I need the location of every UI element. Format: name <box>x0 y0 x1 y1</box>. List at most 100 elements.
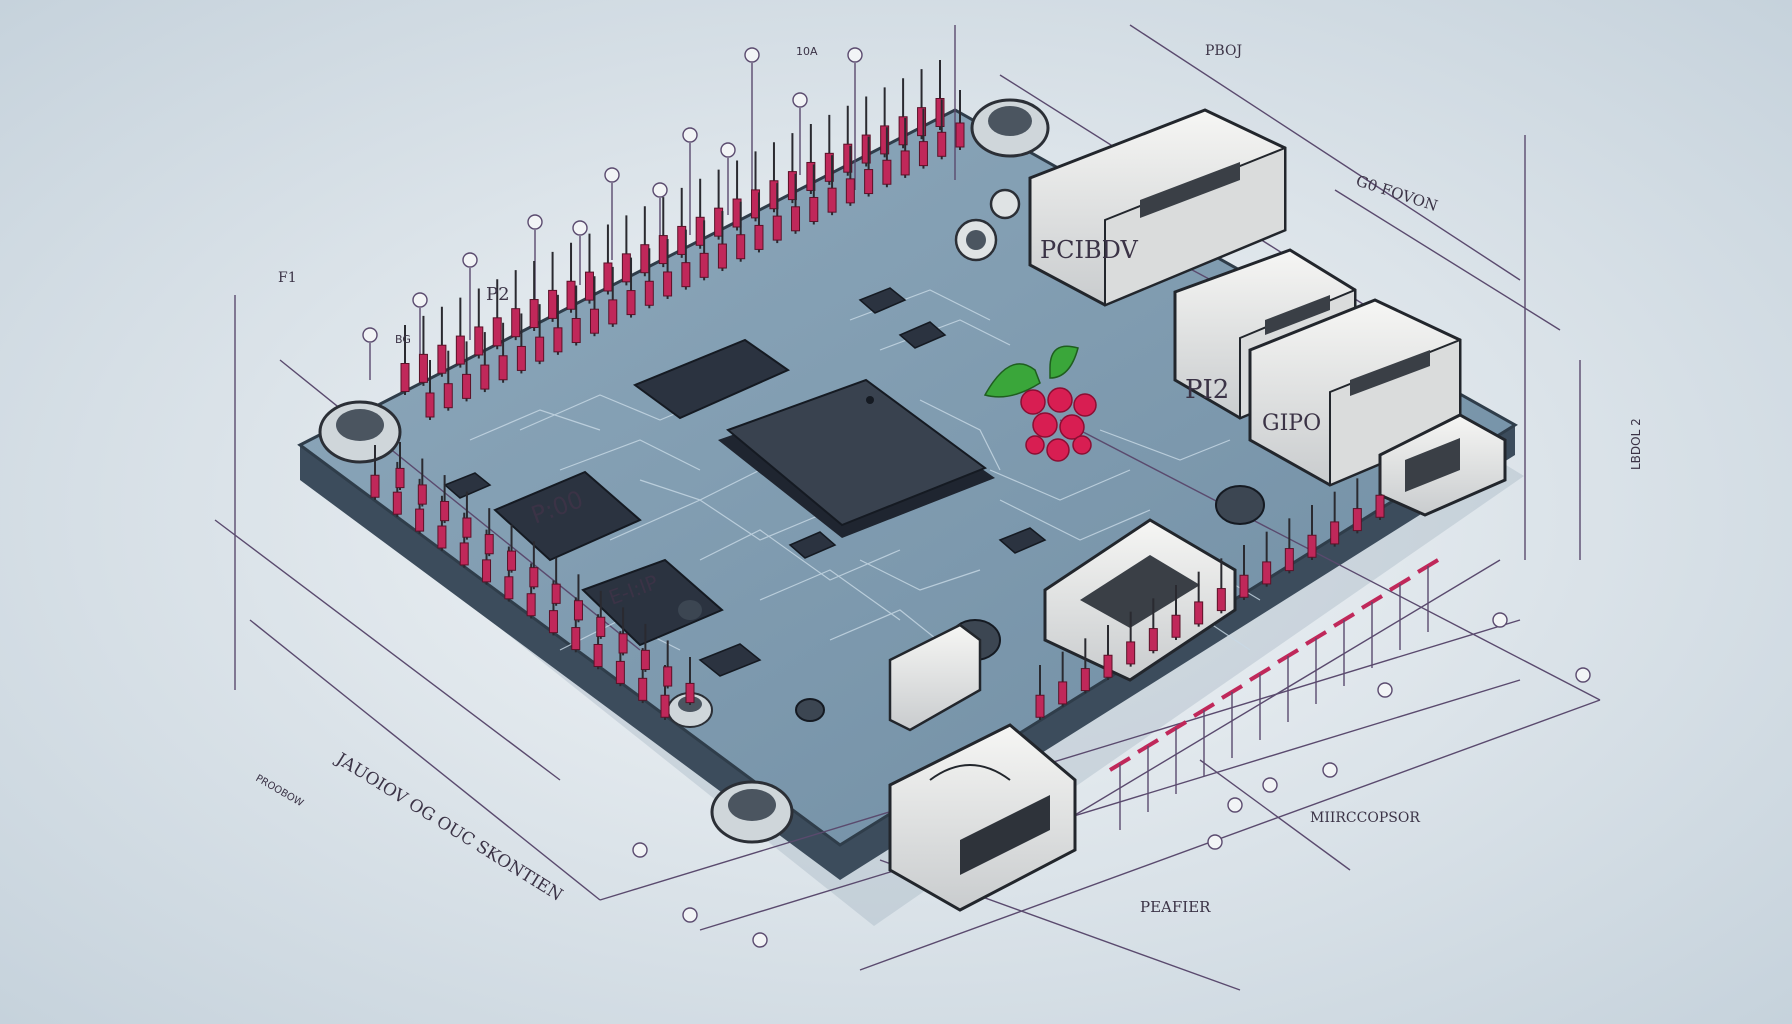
edge-pin <box>1035 665 1045 720</box>
small-screw <box>954 188 1021 262</box>
mounting-hole-bottom <box>710 780 794 844</box>
gpio-pin <box>809 164 819 225</box>
gpio-pin <box>418 315 428 386</box>
edge-pin <box>484 508 494 557</box>
main-processor-chip <box>718 378 995 538</box>
edge-pin <box>507 524 517 573</box>
gpio-pins <box>370 60 1385 720</box>
mounting-hole-top <box>970 98 1050 158</box>
gpio-pin <box>566 242 576 313</box>
port-label-pcibdv: PCIBDV <box>1040 236 1138 264</box>
memory-chip: P:00 <box>493 470 642 562</box>
gpio-pin <box>608 266 618 327</box>
gpio-pin <box>864 136 874 197</box>
edge-pin <box>1103 625 1113 680</box>
mounting-hole-left <box>318 400 402 464</box>
edge-pin <box>440 475 450 524</box>
gpio-pin <box>553 294 563 355</box>
port-label-pi2: PI2 <box>1185 375 1229 405</box>
label-peafier: PEAFIER <box>1140 898 1211 916</box>
header-block-chip <box>632 338 791 420</box>
port-hdmi <box>1043 518 1237 682</box>
edge-pin <box>1148 598 1158 654</box>
edge-pin <box>1239 545 1249 600</box>
gpio-pin <box>437 306 447 377</box>
gpio-pin <box>824 114 834 185</box>
gpio-pin <box>898 78 908 149</box>
edge-pin <box>685 657 695 705</box>
gpio-pin <box>462 341 472 402</box>
gpio-pin <box>511 270 521 341</box>
controller-chip: E-I:IP <box>581 558 724 647</box>
edge-pin <box>1080 638 1090 694</box>
gpio-pin <box>516 313 526 374</box>
gpio-pin <box>644 248 654 309</box>
label-right-vertical: LBDOL 2 <box>1629 418 1643 470</box>
gpio-pin <box>626 257 636 318</box>
gpio-pin <box>917 69 927 140</box>
label-10a: 10A <box>796 45 818 58</box>
gpio-pin <box>474 288 484 359</box>
gpio-pin <box>480 332 490 393</box>
edge-pin <box>1262 531 1272 587</box>
gpio-pin <box>935 60 945 130</box>
gpio-pin <box>806 123 816 194</box>
edge-pin <box>1375 465 1385 520</box>
edge-pin <box>370 445 380 500</box>
label-pboj: PBOJ <box>1205 43 1242 59</box>
gpio-pin <box>663 238 673 299</box>
edge-pin <box>1352 478 1362 534</box>
gpio-pin <box>736 201 746 262</box>
gpio-pin <box>492 279 502 350</box>
gpio-pin <box>791 173 801 234</box>
gpio-pin <box>498 322 508 383</box>
edge-pin <box>1284 518 1294 574</box>
gpio-pin <box>827 155 837 216</box>
gpio-pin <box>955 90 965 150</box>
edge-pin <box>1058 651 1068 707</box>
port-ethernet-top: PCIBDV <box>1028 108 1287 307</box>
edge-pin <box>1216 558 1226 614</box>
edge-pin <box>663 640 673 689</box>
edge-pin <box>1126 611 1136 667</box>
gpio-pin <box>548 251 558 322</box>
gpio-pin <box>455 297 465 368</box>
edge-pin <box>529 541 539 590</box>
gpio-pin <box>918 108 928 169</box>
edge-pin <box>1171 585 1181 640</box>
gpio-pin <box>845 145 855 206</box>
label-p2: P2 <box>486 284 510 305</box>
edge-pin <box>596 590 606 639</box>
gpio-pin <box>529 261 539 332</box>
gpio-pin <box>880 87 890 158</box>
label-f1: F1 <box>278 270 297 286</box>
gpio-pin <box>699 220 709 281</box>
edge-pin <box>462 491 472 540</box>
gpio-pin <box>535 304 545 365</box>
edge-pin <box>1307 505 1317 560</box>
edge-pin <box>573 574 583 623</box>
gpio-pin <box>589 276 599 337</box>
board-side <box>300 425 1515 880</box>
edge-pin <box>618 607 628 656</box>
edge-pin <box>551 557 561 606</box>
edge-pin <box>1330 491 1340 547</box>
small-component-chips <box>443 287 1047 677</box>
edge-pin <box>417 458 427 507</box>
gpio-pin <box>717 211 727 272</box>
gpio-pin <box>843 105 853 176</box>
gpio-pin <box>400 325 410 395</box>
gpio-pin <box>754 192 764 253</box>
gpio-pin <box>861 96 871 167</box>
port-usb-double: GIPO <box>1248 298 1462 487</box>
gpio-pin <box>425 360 435 420</box>
leader-lines <box>214 24 1601 991</box>
edge-pin <box>1194 571 1204 627</box>
gpio-pin <box>772 183 782 244</box>
gpio-pin <box>681 229 691 290</box>
gpio-pin <box>571 285 581 346</box>
gpio-pin <box>443 350 453 411</box>
gpio-pin <box>900 117 910 178</box>
